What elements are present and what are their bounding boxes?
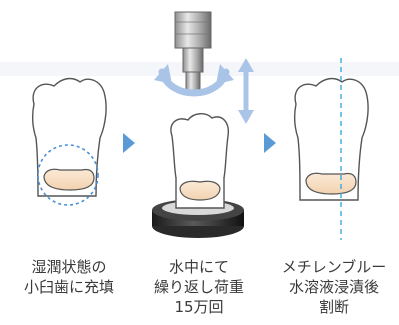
tooth-under-cyclic-load-icon: [152, 11, 254, 238]
step-1-line-2: 小臼歯に充填: [23, 278, 114, 296]
step-3-line-3: 割断: [318, 298, 349, 316]
premolar-tooth-with-filling-icon: [31, 77, 107, 206]
step-2-line-1: 水中にて: [168, 258, 229, 276]
step-1-line-1: 湿潤状態の: [31, 258, 107, 276]
step-2-caption: 水中にて 繰り返し荷重 15万回: [138, 257, 260, 317]
step-2-line-2: 繰り返し荷重: [153, 278, 244, 296]
process-arrow-1: [123, 133, 135, 153]
tooth-with-section-line-icon: [293, 58, 369, 240]
step-3-caption: メチレンブルー 水溶液浸漬後 割断: [270, 257, 398, 317]
step-1-caption: 湿潤状態の 小臼歯に充填: [8, 257, 130, 297]
step-3-line-2: 水溶液浸漬後: [288, 278, 379, 296]
step-2-line-3: 15万回: [174, 298, 224, 316]
process-arrow-2: [264, 133, 276, 153]
step-3-line-1: メチレンブルー: [281, 258, 387, 276]
